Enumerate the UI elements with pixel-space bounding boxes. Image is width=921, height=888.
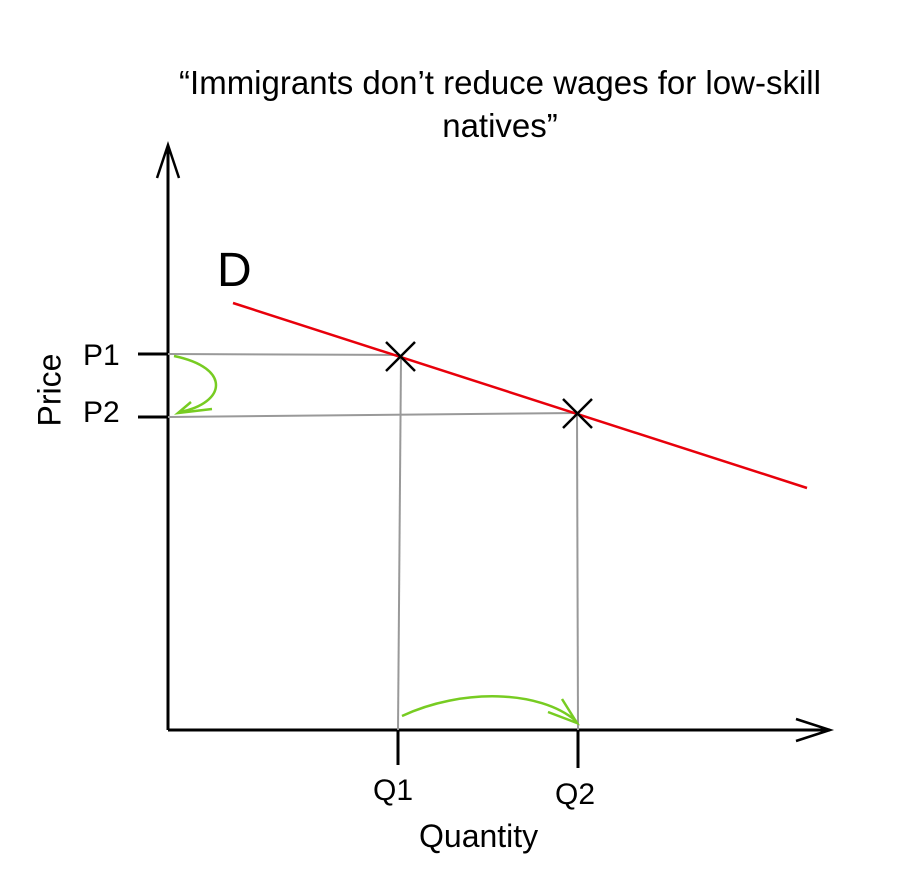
- quantity-label-q2: Q2: [555, 778, 596, 811]
- demand-curve-label: D: [217, 244, 252, 297]
- axes: [138, 141, 835, 768]
- price-label-p2: P2: [83, 396, 120, 429]
- equilibrium-marker-2: [562, 398, 593, 429]
- demand-curve: [232, 301, 808, 490]
- price-label-p1: P1: [83, 339, 120, 372]
- y-axis-label: Price: [31, 353, 68, 427]
- chart-title-line-1: “Immigrants don’t reduce wages for low-s…: [179, 64, 821, 101]
- guide-q1-vertical: [397, 357, 402, 731]
- quantity-change-arrow: [401, 695, 581, 726]
- equilibrium-marker-1: [385, 341, 416, 372]
- x-axis-arrowhead: [795, 717, 835, 743]
- guide-q2-vertical: [576, 412, 579, 731]
- guide-p2-horizontal: [167, 412, 579, 418]
- guide-p1-horizontal: [167, 353, 401, 356]
- guide-lines: [167, 353, 579, 731]
- price-change-arrow: [173, 354, 218, 415]
- y-axis-arrowhead: [155, 141, 181, 179]
- x-axis-label: Quantity: [419, 818, 539, 854]
- quantity-label-q1: Q1: [373, 774, 414, 807]
- chart-title-line-2: natives”: [442, 107, 558, 144]
